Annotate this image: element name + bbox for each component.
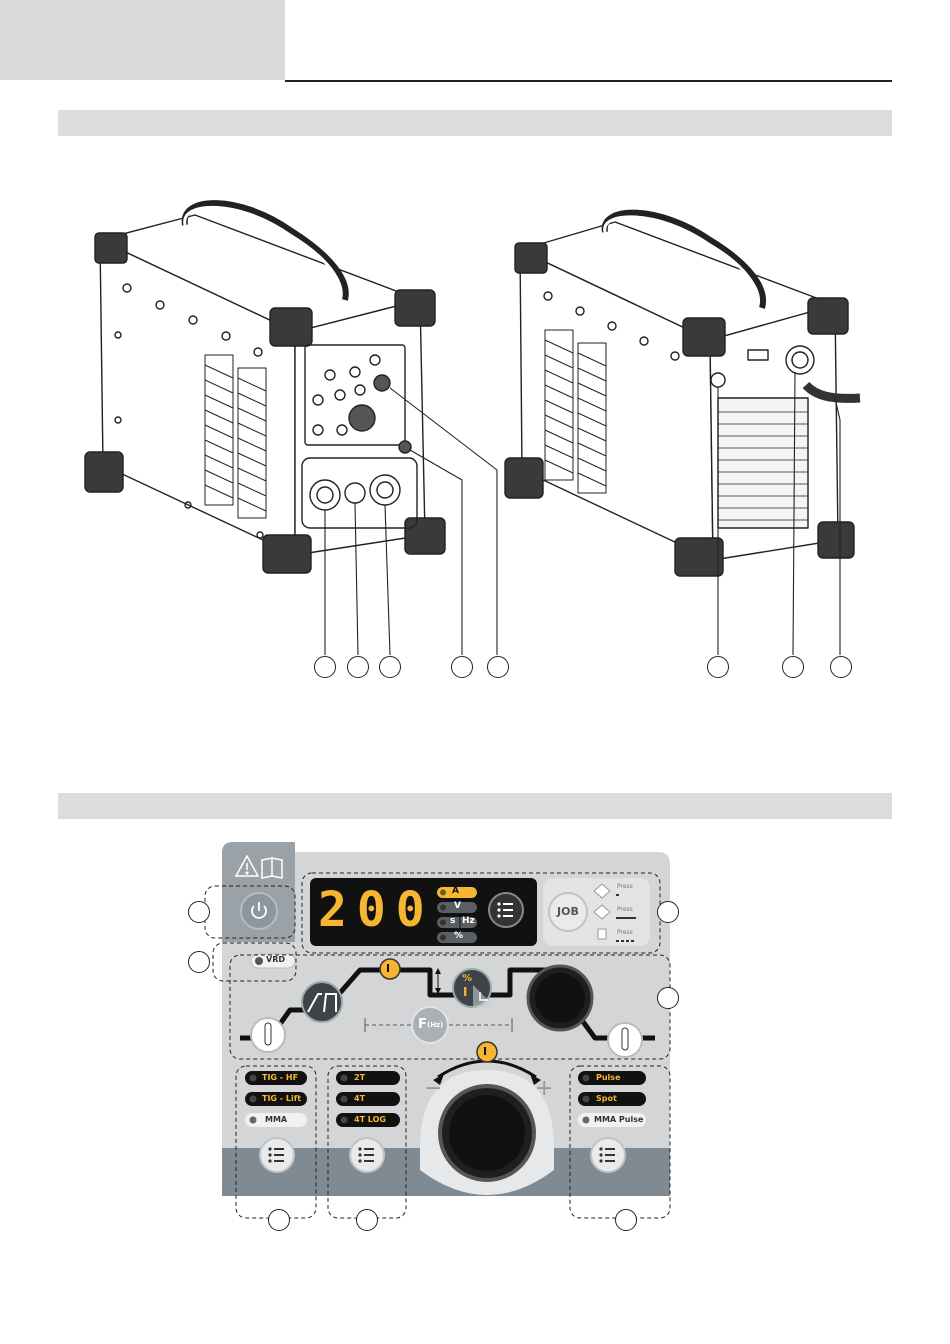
mode-tig-lift[interactable]: TIG - Lift bbox=[262, 1094, 301, 1103]
callout-circle bbox=[188, 901, 210, 923]
mode-tig-hf[interactable]: TIG - HF bbox=[262, 1073, 298, 1082]
gas-torch-icon-right bbox=[608, 1023, 642, 1057]
callout-circle bbox=[657, 987, 679, 1009]
mode-2t[interactable]: 2T bbox=[354, 1073, 365, 1082]
press-label-2: Press bbox=[617, 906, 633, 913]
pulse-current-label: I bbox=[463, 985, 467, 999]
unit-a-label: A bbox=[452, 886, 459, 896]
job-button-label[interactable]: JOB bbox=[557, 905, 579, 918]
mode-4t[interactable]: 4T bbox=[354, 1094, 365, 1103]
unit-hz-label: Hz bbox=[462, 916, 475, 926]
plus-sign: + bbox=[535, 1076, 553, 1101]
callout-circle bbox=[356, 1209, 378, 1231]
press-label-1: Press bbox=[617, 883, 633, 890]
callout-circle bbox=[615, 1209, 637, 1231]
unit-pct-label: % bbox=[454, 931, 463, 941]
vrd-label: VRD bbox=[266, 955, 285, 964]
mode-mma[interactable]: MMA bbox=[265, 1115, 287, 1124]
mode-spot[interactable]: Spot bbox=[596, 1094, 617, 1103]
mode-pulse[interactable]: Pulse bbox=[596, 1073, 621, 1082]
minus-sign: − bbox=[424, 1076, 442, 1101]
gas-torch-icon-left bbox=[251, 1018, 285, 1052]
pulse-pct-label: % bbox=[462, 973, 472, 984]
frequency-unit: (Hz) bbox=[427, 1021, 443, 1029]
mode-4t-log[interactable]: 4T LOG bbox=[354, 1115, 386, 1124]
unit-v-label: V bbox=[454, 901, 461, 911]
mode-mma-pulse[interactable]: MMA Pulse bbox=[594, 1115, 643, 1124]
callout-circle bbox=[188, 951, 210, 973]
current-display: 200 bbox=[318, 882, 433, 938]
unit-s-label: s bbox=[450, 916, 455, 926]
callout-circle bbox=[268, 1209, 290, 1231]
knob-current-label: I bbox=[483, 1045, 487, 1058]
frequency-label[interactable]: F bbox=[418, 1017, 427, 1032]
press-label-3: Press bbox=[617, 929, 633, 936]
current-marker-label: I bbox=[386, 962, 390, 975]
callout-circle bbox=[657, 901, 679, 923]
list-icon bbox=[497, 902, 513, 917]
